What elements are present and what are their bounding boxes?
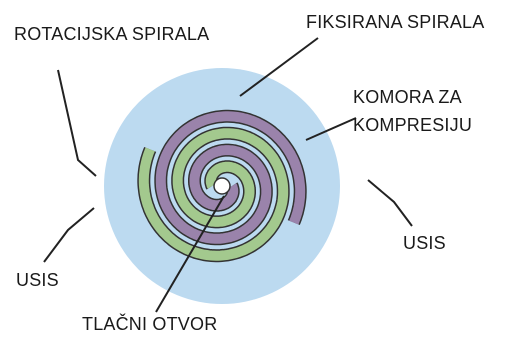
fixed-scroll	[137, 126, 290, 263]
fixed-scroll-label: FIKSIRANA SPIRALA	[306, 12, 485, 32]
leader-compression-chamber	[305, 117, 357, 141]
leader-rotating-scroll	[57, 69, 97, 177]
discharge-port-hole	[213, 177, 231, 195]
fixed-scroll-wall	[138, 128, 289, 261]
leader-discharge-port	[155, 195, 225, 313]
leader-inlet-right	[367, 179, 413, 227]
leader-inlet-left	[43, 207, 95, 263]
rotating-scroll-label: ROTACIJSKA SPIRALA	[14, 24, 210, 44]
discharge-port-label: TLAČNI OTVOR	[82, 314, 218, 334]
inlet-right-label: USIS	[403, 233, 446, 253]
leader-lines	[43, 37, 413, 313]
rotating-scroll-wall	[155, 111, 306, 244]
inlet-left-label: USIS	[16, 270, 59, 290]
leader-fixed-scroll	[239, 37, 319, 97]
compression-chamber-label-line2: KOMPRESIJU	[353, 115, 473, 135]
rotating-scroll	[154, 109, 307, 246]
compression-chamber-label-line1: KOMORA ZA	[353, 87, 462, 107]
